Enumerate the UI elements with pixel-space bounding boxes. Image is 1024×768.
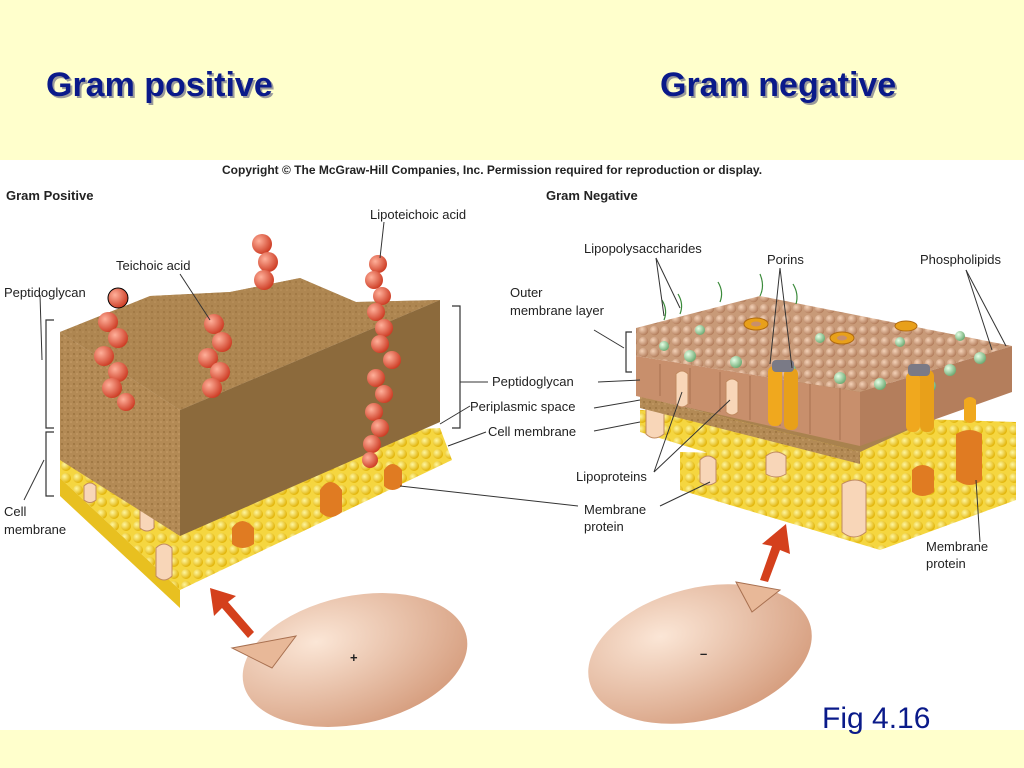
gram-positive-wall: Lipoteichoic acid Teichoic acid Peptidog… bbox=[4, 207, 579, 727]
label-lipoteichoic-acid: Lipoteichoic acid bbox=[370, 207, 466, 222]
panel-title-gram-positive: Gram Positive bbox=[6, 188, 93, 203]
label-membrane-protein-mid-line1: Membrane bbox=[584, 502, 646, 517]
gp-cell-body bbox=[242, 593, 468, 727]
label-membrane-protein-mid-line2: protein bbox=[584, 519, 624, 534]
cell-wall-figure: Copyright © The McGraw-Hill Companies, I… bbox=[0, 160, 1024, 730]
gn-membrane-protein bbox=[841, 479, 867, 538]
label-cell-membrane: Cell membrane bbox=[488, 424, 576, 439]
gn-cell-charge: – bbox=[700, 646, 707, 661]
title-gram-negative: Gram negative bbox=[660, 66, 897, 104]
gp-peptidoglycan-front bbox=[60, 332, 180, 536]
teichoic-acid-chain bbox=[94, 287, 135, 411]
gp-membrane-protein bbox=[232, 521, 254, 548]
gp-cell-charge: + bbox=[350, 650, 358, 665]
title-gram-positive: Gram positive bbox=[46, 66, 273, 104]
label-porins: Porins bbox=[767, 252, 804, 267]
gp-peptidoglycan-top bbox=[60, 278, 440, 410]
label-teichoic-acid: Teichoic acid bbox=[116, 258, 190, 273]
label-peptidoglycan: Peptidoglycan bbox=[492, 374, 574, 389]
panel-title-gram-negative: Gram Negative bbox=[546, 188, 638, 203]
label-peptidoglycan-left: Peptidoglycan bbox=[4, 285, 86, 300]
gn-cell-body bbox=[588, 584, 812, 724]
label-periplasmic-space: Periplasmic space bbox=[470, 399, 576, 414]
figure-number: Fig 4.16 bbox=[822, 702, 931, 735]
label-cell-membrane-line2: membrane bbox=[4, 522, 66, 537]
label-outer-membrane-line1: Outer bbox=[510, 285, 543, 300]
cell-wall-diagram: Copyright © The McGraw-Hill Companies, I… bbox=[4, 163, 1016, 727]
gram-negative-wall: Lipopolysaccharides Porins Phospholipids… bbox=[510, 241, 1016, 724]
label-phospholipids: Phospholipids bbox=[920, 252, 1001, 267]
label-lipoproteins: Lipoproteins bbox=[576, 469, 647, 484]
lipoprotein bbox=[675, 370, 689, 408]
gp-peptidoglycan-side bbox=[180, 300, 440, 536]
copyright-notice: Copyright © The McGraw-Hill Companies, I… bbox=[222, 163, 762, 177]
label-cell-membrane-line1: Cell bbox=[4, 504, 27, 519]
label-outer-membrane-line2: membrane layer bbox=[510, 303, 605, 318]
label-membrane-protein-right-line2: protein bbox=[926, 556, 966, 571]
label-lipopolysaccharides: Lipopolysaccharides bbox=[584, 241, 702, 256]
gp-arrow bbox=[210, 588, 254, 638]
gp-membrane-protein bbox=[320, 482, 342, 517]
label-membrane-protein-right-line1: Membrane bbox=[926, 539, 988, 554]
gn-arrow bbox=[760, 524, 790, 582]
lipoteichoic-acid-chain bbox=[362, 255, 401, 468]
porin bbox=[768, 360, 798, 430]
gn-peptidoglycan bbox=[640, 396, 860, 464]
